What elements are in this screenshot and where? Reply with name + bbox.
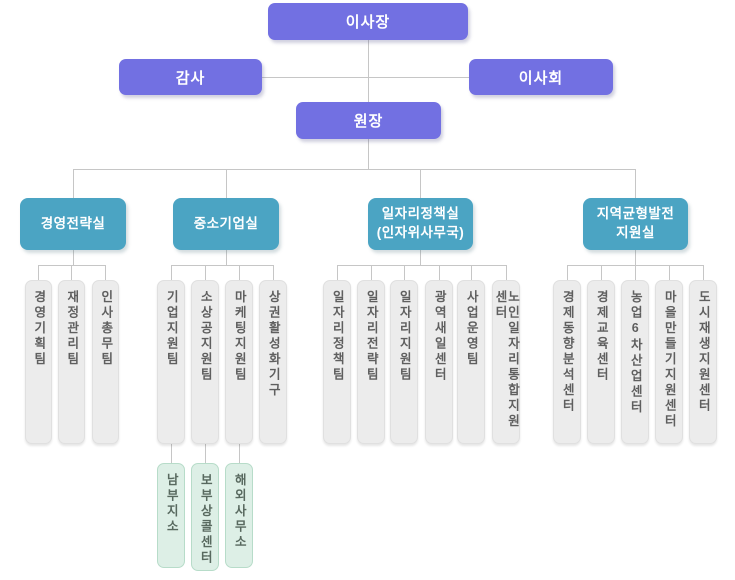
branch-office-box: 보부상콜센터 <box>191 463 219 571</box>
team-label: 농업6차산업센터 <box>628 290 643 416</box>
connector-stub-dept4 <box>635 169 636 198</box>
team-box: 마을만들기지원센터 <box>655 280 683 444</box>
connector-dept4-team1 <box>567 265 568 280</box>
connector-dept2-team3 <box>239 265 240 280</box>
connector-dept1-team2 <box>71 265 72 280</box>
team-box: 도시재생지원센터 <box>689 280 717 444</box>
team-box: 경제동향분석센터 <box>553 280 581 444</box>
connector-dept3-team6 <box>506 265 507 280</box>
team-box: 소상공지원팀 <box>191 280 219 444</box>
dept-label: 중소기업실 <box>193 215 259 231</box>
team-box: 사업운영팀 <box>457 280 485 444</box>
team-box: 노인일자리통합지원센터 <box>492 280 520 444</box>
connector-dept4-team4 <box>669 265 670 280</box>
connector-director-rail <box>368 139 369 169</box>
connector-dept4-team2 <box>601 265 602 280</box>
connector-stub-dept3 <box>420 169 421 198</box>
branch-office-box: 해외사무소 <box>225 463 253 568</box>
team-box: 농업6차산업센터 <box>621 280 649 444</box>
connector-auditor-board <box>262 77 469 78</box>
connector-dept1-drop <box>73 250 74 265</box>
team-box: 일자리지원팀 <box>390 280 418 444</box>
team-label: 인사총무팀 <box>98 290 113 368</box>
team-label: 경제교육센터 <box>594 290 609 383</box>
team-label: 일자리지원팀 <box>397 290 412 383</box>
dept-label-line1: 일자리정책실 <box>381 206 460 222</box>
connector-stub-dept2 <box>226 169 227 198</box>
team-label: 사업운영팀 <box>464 290 479 368</box>
connector-dept3-team1 <box>337 265 338 280</box>
team-label: 광역새일센터 <box>432 290 447 383</box>
director-label: 원장 <box>353 113 384 130</box>
connector-dept3-drop <box>420 250 421 265</box>
connector-dept3-team2 <box>371 265 372 280</box>
team-label: 경제동향분석센터 <box>560 290 575 414</box>
node-chairman: 이사장 <box>268 3 468 40</box>
team-label: 일자리정책팀 <box>330 290 345 383</box>
connector-dept3-team4 <box>439 265 440 280</box>
team-box: 일자리전략팀 <box>357 280 385 444</box>
auditor-label: 감사 <box>175 69 206 87</box>
connector-chairman-director <box>368 40 369 102</box>
team-box: 경영기획팀 <box>25 280 52 444</box>
node-dept-job-policy: 일자리정책실 (인자위사무국) <box>368 198 473 250</box>
team-box: 일자리정책팀 <box>323 280 351 444</box>
dept-label-line2: 지원실 <box>616 225 655 240</box>
team-label: 소상공지원팀 <box>198 290 213 383</box>
connector-dept4-team3 <box>635 265 636 280</box>
team-label: 일자리전략팀 <box>364 290 379 383</box>
chairman-label: 이사장 <box>345 14 391 31</box>
team-box: 광역새일센터 <box>425 280 453 444</box>
team-label: 마을만들기지원센터 <box>662 290 677 430</box>
node-auditor: 감사 <box>119 59 262 95</box>
team-box: 경제교육센터 <box>587 280 615 444</box>
connector-branch1 <box>171 444 172 463</box>
dept-label: 경영전략실 <box>40 215 106 231</box>
node-dept-regional-development: 지역균형발전 지원실 <box>583 198 688 250</box>
connector-dept3-rail <box>337 265 506 266</box>
branch-label: 남부지소 <box>164 473 179 535</box>
connector-dept1-team3 <box>105 265 106 280</box>
connector-stub-dept1 <box>73 169 74 198</box>
dept-label-line2: (인자위사무국) <box>376 225 465 240</box>
connector-dept4-drop <box>635 250 636 265</box>
connector-dept2-team4 <box>273 265 274 280</box>
team-label: 기업지원팀 <box>164 290 179 368</box>
node-dept-sme: 중소기업실 <box>173 198 279 250</box>
node-director: 원장 <box>296 102 441 139</box>
branch-label: 해외사무소 <box>232 473 247 551</box>
board-label: 이사회 <box>518 69 564 87</box>
team-label: 재정관리팀 <box>64 290 79 368</box>
connector-dept4-team5 <box>703 265 704 280</box>
team-box: 인사총무팀 <box>92 280 119 444</box>
team-label: 경영기획팀 <box>31 290 46 368</box>
connector-dept2-team2 <box>205 265 206 280</box>
branch-label: 보부상콜센터 <box>198 473 213 566</box>
connector-branch3 <box>239 444 240 463</box>
connector-dept3-team3 <box>404 265 405 280</box>
connector-dept2-team1 <box>171 265 172 280</box>
connector-dept1-team1 <box>38 265 39 280</box>
dept-label-line1: 지역균형발전 <box>596 206 675 222</box>
team-box: 기업지원팀 <box>157 280 185 444</box>
connector-dept2-drop <box>226 250 227 265</box>
connector-branch2 <box>205 444 206 463</box>
node-board: 이사회 <box>469 59 613 95</box>
connector-department-rail <box>73 169 636 170</box>
team-label: 마케팅지원팀 <box>232 290 247 383</box>
team-label: 노인일자리통합지원센터 <box>493 290 520 430</box>
connector-dept2-rail <box>171 265 273 266</box>
node-dept-management-strategy: 경영전략실 <box>20 198 126 250</box>
team-box: 상권활성화기구 <box>259 280 287 444</box>
connector-dept3-team5 <box>471 265 472 280</box>
connector-dept1-rail <box>38 265 106 266</box>
team-box: 마케팅지원팀 <box>225 280 253 444</box>
team-label: 상권활성화기구 <box>266 290 281 399</box>
team-label: 도시재생지원센터 <box>696 290 711 414</box>
team-box: 재정관리팀 <box>58 280 85 444</box>
branch-office-box: 남부지소 <box>157 463 185 568</box>
